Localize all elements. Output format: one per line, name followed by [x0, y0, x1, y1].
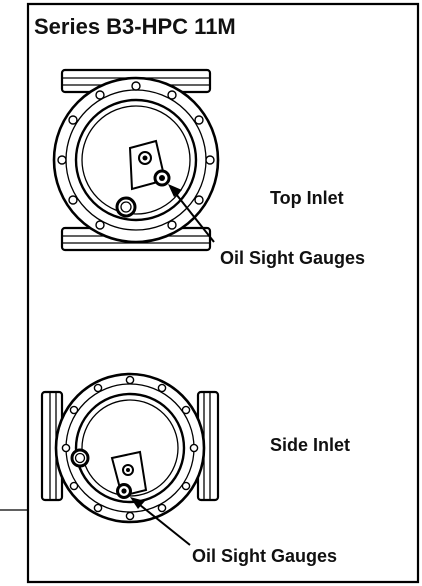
- side-plug: [70, 448, 90, 468]
- side-callout-label: Oil Sight Gauges: [192, 546, 337, 566]
- figure-border: [26, 2, 420, 584]
- top-inlet-diagram: [52, 68, 220, 252]
- drain-plug: [115, 196, 137, 218]
- bolt-circle: [57, 81, 215, 230]
- side-inlet-label: Side Inlet: [270, 435, 350, 455]
- bolt-circle: [61, 375, 199, 521]
- top-callout-arrow: [168, 184, 215, 243]
- top-callout-label: Oil Sight Gauges: [220, 248, 365, 268]
- top-inlet-label: Top Inlet: [270, 188, 344, 208]
- bowl: [74, 392, 186, 504]
- side-inlet-diagram: [40, 372, 220, 524]
- figure-title: Series B3-HPC 11M: [34, 14, 236, 39]
- side-callout-arrow: [130, 497, 191, 546]
